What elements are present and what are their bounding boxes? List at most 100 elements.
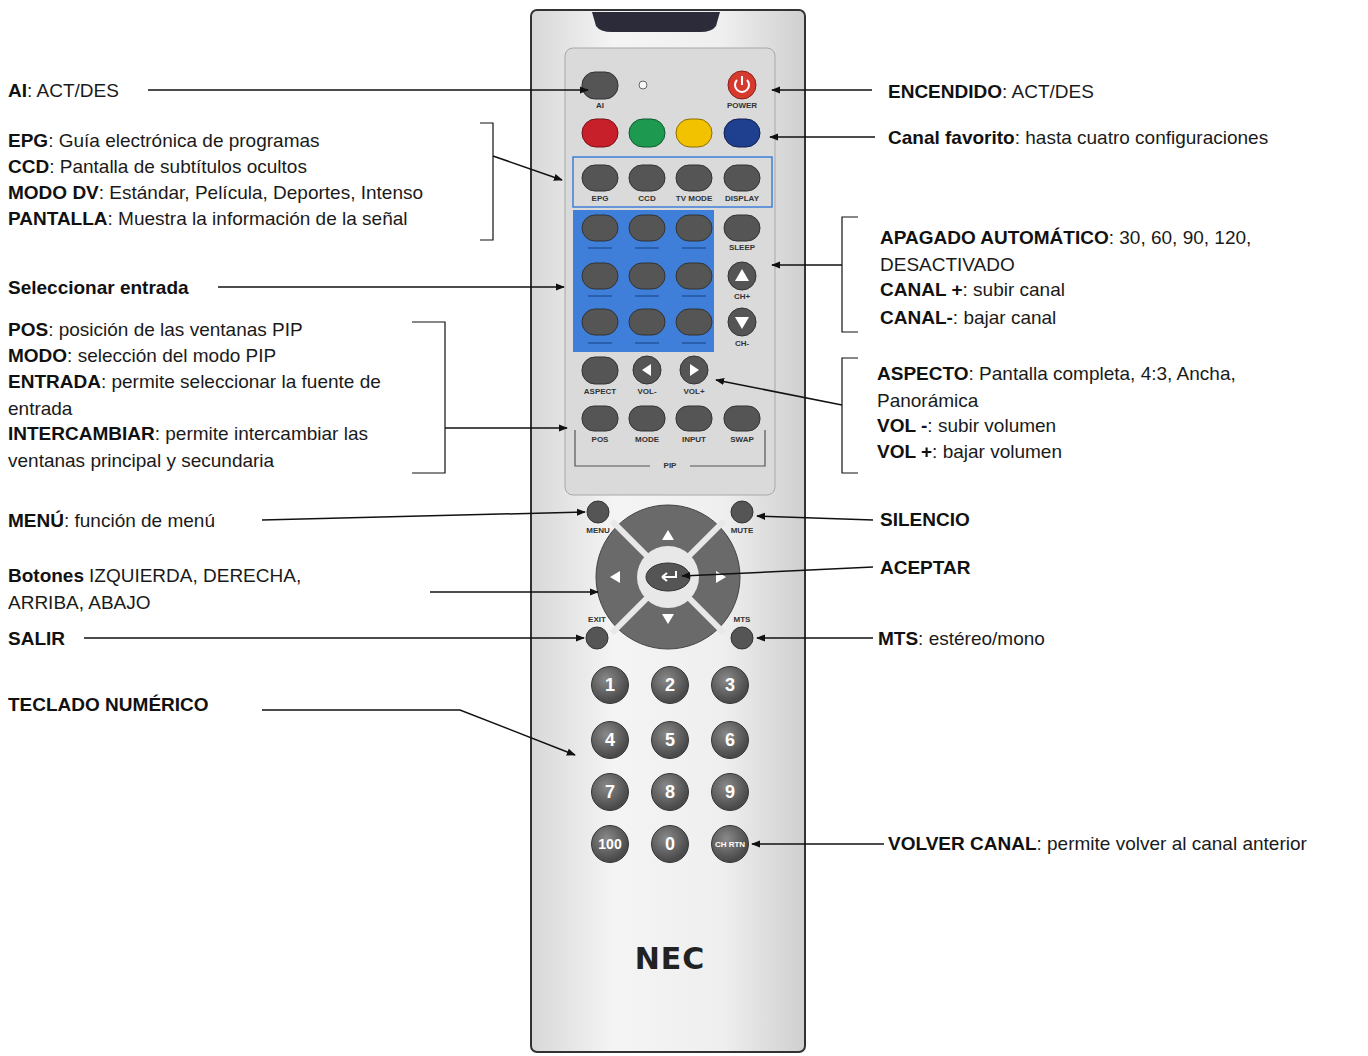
callout-description: : ACT/DES bbox=[27, 80, 119, 101]
key-label: 2 bbox=[665, 676, 675, 694]
callout-description: : posición de las ventanas PIP bbox=[48, 319, 303, 340]
callout-text: VOL +: bajar volumen bbox=[877, 438, 1062, 465]
callout-term: MENÚ bbox=[8, 510, 64, 531]
button-name: SLEEP bbox=[702, 243, 782, 252]
remote-line bbox=[262, 512, 585, 520]
callout-term: SILENCIO bbox=[880, 509, 970, 530]
callout-text: VOL -: subir volumen bbox=[877, 412, 1056, 439]
callout-term: CANAL- bbox=[880, 307, 953, 328]
button-name: EPG bbox=[560, 194, 640, 203]
callout-text: CANAL-: bajar canal bbox=[880, 304, 1056, 331]
callout-description: : bajar volumen bbox=[932, 441, 1062, 462]
callout-term: VOL + bbox=[877, 441, 932, 462]
remote-line bbox=[735, 317, 749, 329]
remote-line bbox=[772, 264, 842, 266]
button-name: CH+ bbox=[702, 292, 782, 301]
remote-button bbox=[596, 505, 740, 649]
button-name: INPUT bbox=[654, 435, 734, 444]
remote-shape bbox=[724, 215, 760, 241]
keypad-button: CH RTN bbox=[711, 825, 749, 863]
callout-term: CANAL + bbox=[880, 279, 963, 300]
button-name: MUTE bbox=[702, 526, 782, 535]
keypad-button: 9 bbox=[711, 773, 749, 811]
remote-shape bbox=[676, 165, 712, 191]
button-name: AI bbox=[560, 101, 640, 110]
callout-text: BotonesIZQUIERDA, DERECHA, ARRIBA, ABAJO bbox=[8, 562, 368, 616]
keypad-button: 3 bbox=[711, 666, 749, 704]
key-label: 7 bbox=[605, 783, 615, 801]
keypad-button: 1 bbox=[591, 666, 629, 704]
remote-button bbox=[587, 501, 609, 523]
remote-line bbox=[757, 516, 873, 520]
callout-description: : Estándar, Película, Deportes, Intenso bbox=[99, 182, 423, 203]
remote-shape bbox=[676, 309, 712, 335]
callout-term: EPG bbox=[8, 130, 48, 151]
callout-text: PANTALLA: Muestra la información de la s… bbox=[8, 205, 408, 232]
remote-button bbox=[639, 81, 647, 89]
button-name: ASPECT bbox=[560, 387, 640, 396]
key-label: 9 bbox=[725, 783, 735, 801]
keypad-button: 0 bbox=[651, 825, 689, 863]
remote-line bbox=[682, 247, 706, 249]
button-name: MODE bbox=[607, 435, 687, 444]
callout-term: APAGADO AUTOMÁTICO bbox=[880, 227, 1109, 248]
remote-button bbox=[728, 71, 756, 99]
button-name: VOL+ bbox=[654, 387, 734, 396]
callout-term: ACEPTAR bbox=[880, 557, 970, 578]
remote-line bbox=[690, 364, 699, 376]
callout-description: : permite volver al canal anterior bbox=[1036, 833, 1306, 854]
callout-term: Canal favorito bbox=[888, 127, 1015, 148]
key-label: 5 bbox=[665, 731, 675, 749]
remote-button bbox=[731, 627, 753, 649]
callout-text: ENTRADA: permite seleccionar la fuente d… bbox=[8, 368, 408, 422]
key-label: 1 bbox=[605, 676, 615, 694]
key-label: 6 bbox=[725, 731, 735, 749]
remote-button bbox=[731, 501, 753, 523]
callout-term: VOL - bbox=[877, 415, 927, 436]
callout-term: SALIR bbox=[8, 628, 65, 649]
button-name: CCD bbox=[607, 194, 687, 203]
remote-line bbox=[741, 76, 743, 85]
keypad-button: 4 bbox=[591, 721, 629, 759]
callout-term: MODO bbox=[8, 345, 67, 366]
callout-text: MODO DV: Estándar, Película, Deportes, I… bbox=[8, 179, 423, 206]
remote-button bbox=[646, 563, 690, 591]
remote-shape bbox=[676, 263, 712, 289]
remote-shape bbox=[565, 48, 775, 495]
remote-shape bbox=[629, 165, 665, 191]
callout-term: AI bbox=[8, 80, 27, 101]
callout-text: INTERCAMBIAR: permite intercambiar las v… bbox=[8, 420, 428, 474]
remote-line bbox=[842, 217, 858, 332]
remote-line bbox=[588, 247, 612, 249]
button-name: DISPLAY bbox=[702, 194, 782, 203]
remote-line bbox=[735, 269, 749, 281]
remote-line bbox=[610, 571, 620, 583]
callout-description: : Guía electrónica de programas bbox=[48, 130, 319, 151]
callout-description: : hasta cuatro configuraciones bbox=[1015, 127, 1269, 148]
remote-shape bbox=[582, 215, 618, 241]
callout-term: PANTALLA bbox=[8, 208, 108, 229]
button-name: POS bbox=[560, 435, 640, 444]
remote-line bbox=[752, 843, 884, 845]
callout-text: APAGADO AUTOMÁTICO: 30, 60, 90, 120, DES… bbox=[880, 224, 1300, 278]
remote-shape bbox=[676, 215, 712, 241]
callout-description: : ACT/DES bbox=[1002, 81, 1094, 102]
remote-button bbox=[586, 627, 608, 649]
remote-shape bbox=[531, 10, 805, 1052]
remote-shape bbox=[582, 263, 618, 289]
callout-term: MTS bbox=[878, 628, 918, 649]
remote-line bbox=[84, 637, 584, 639]
remote-line bbox=[430, 591, 598, 593]
keypad-button: 2 bbox=[651, 666, 689, 704]
remote-shape bbox=[629, 406, 665, 431]
callout-term: Seleccionar entrada bbox=[8, 277, 189, 298]
remote-shape bbox=[573, 210, 714, 352]
remote-line bbox=[635, 342, 659, 344]
callout-description: : Pantalla de subtítulos ocultos bbox=[49, 156, 307, 177]
callout-text: TECLADO NUMÉRICO bbox=[8, 691, 209, 718]
remote-shape bbox=[582, 165, 618, 191]
remote-shape bbox=[582, 72, 618, 99]
remote-shape bbox=[724, 119, 760, 147]
remote-shape bbox=[629, 119, 665, 147]
